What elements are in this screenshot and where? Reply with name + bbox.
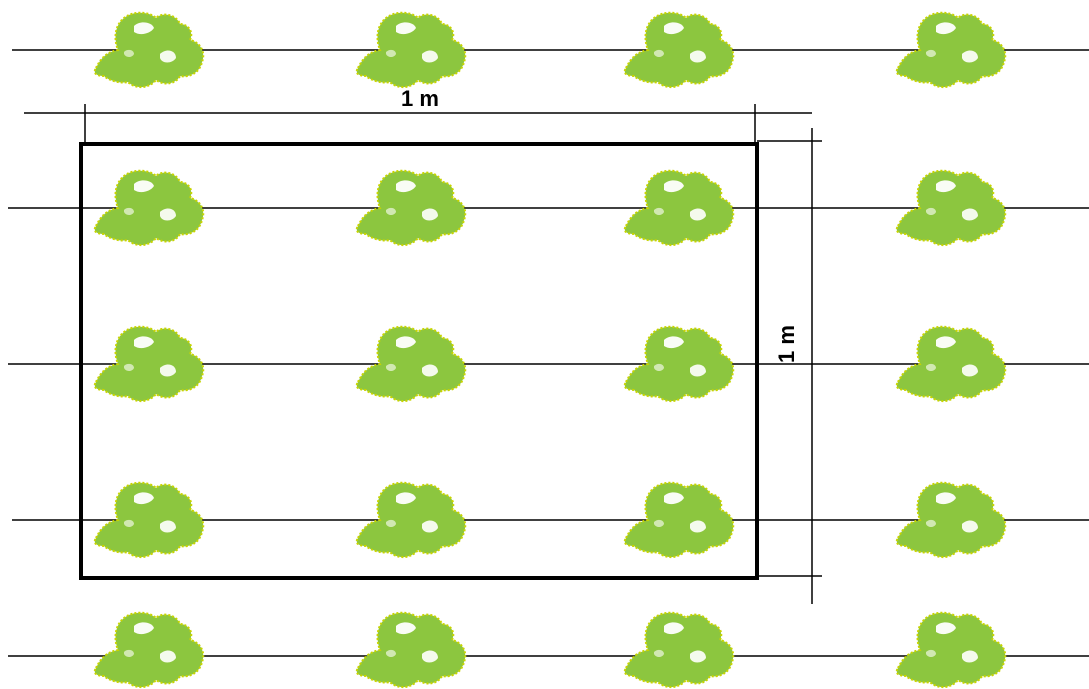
height-dimension: 1 m (757, 128, 822, 604)
lettuce-plant-icon (93, 611, 205, 689)
lettuce-plant-icon (355, 611, 467, 689)
plants (93, 11, 1007, 689)
width-dimension-label: 1 m (401, 86, 439, 111)
width-dimension: 1 m (24, 86, 812, 144)
lettuce-plant-icon (623, 611, 735, 689)
lettuce-plant-icon (895, 611, 1007, 689)
quadrat-frame (79, 142, 759, 580)
height-dimension-label: 1 m (774, 325, 799, 363)
